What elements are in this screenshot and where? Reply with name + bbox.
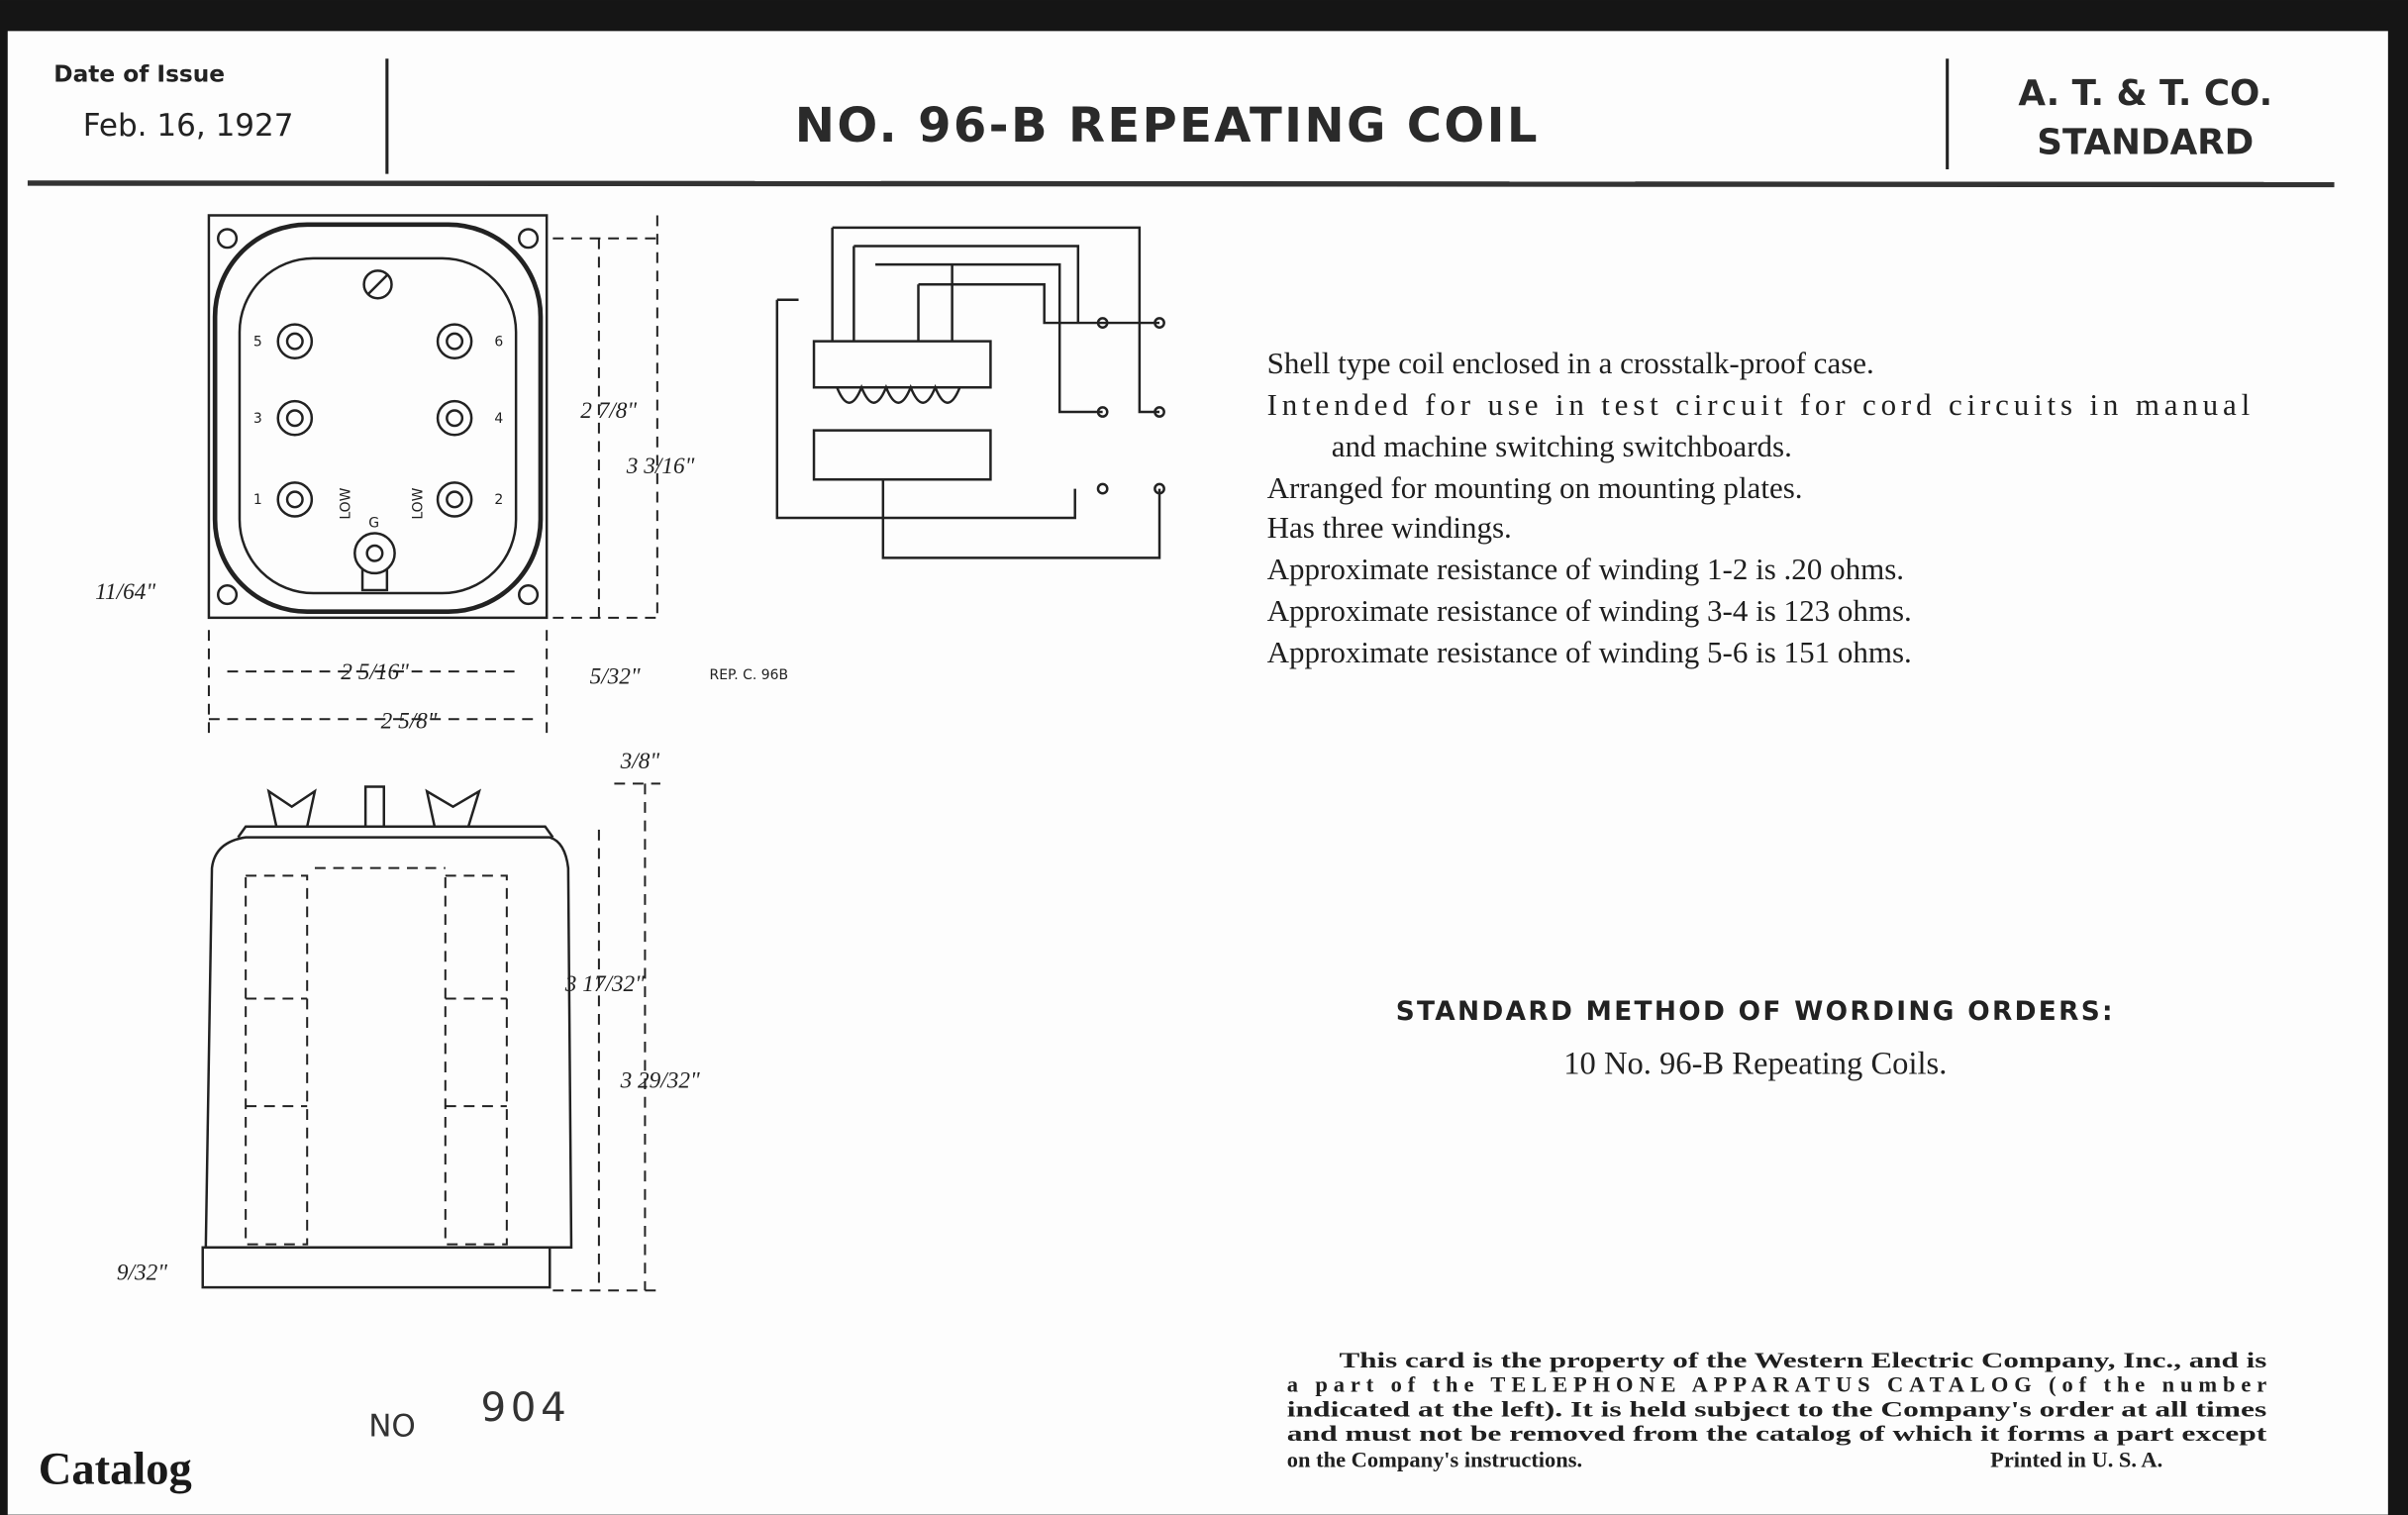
terminal-label-g: G (368, 515, 379, 531)
notice-line: and must not be removed from the catalog… (1287, 1421, 2267, 1446)
terminal-label-low-a: LOW (339, 487, 354, 519)
terminal-label-4: 4 (494, 411, 503, 427)
description-line: Arranged for mounting on mounting plates… (1267, 470, 1803, 505)
terminal-label-6: 6 (494, 334, 503, 350)
wiring-schematic (775, 226, 1165, 559)
dim-height-inner: 2 7/8" (580, 398, 637, 424)
org-line2: STANDARD (2037, 122, 2254, 162)
description-line: Shell type coil enclosed in a crosstalk-… (1267, 346, 1874, 380)
page-title: NO. 96-B REPEATING COIL (795, 98, 1540, 153)
dim-offset: 11/64" (95, 579, 155, 605)
drawing-ref: REP. C. 96B (710, 667, 788, 683)
org-line1: A. T. & T. CO. (2018, 73, 2272, 114)
header-rule (27, 180, 2335, 188)
dim-total-height: 3 29/32" (620, 1067, 700, 1093)
date-label: Date of Issue (53, 61, 225, 88)
notice-line: indicated at the left). It is held subje… (1287, 1396, 2267, 1421)
catalog-number-label: NO (368, 1409, 416, 1445)
description-line: Approximate resistance of winding 1-2 is… (1267, 552, 1904, 586)
terminal-label-1: 1 (253, 492, 262, 508)
printed-in: Printed in U. S. A. (1990, 1448, 2162, 1472)
dim-body-height: 3 17/32" (564, 971, 645, 997)
description-line: Approximate resistance of winding 3-4 is… (1267, 593, 1912, 628)
dim-base: 9/32" (117, 1260, 167, 1285)
dim-width-outer: 2 5/8" (381, 709, 438, 735)
notice-line: This card is the property of the Western… (1339, 1348, 2266, 1372)
terminal-label-5: 5 (253, 334, 262, 350)
catalog-number: 904 (480, 1384, 570, 1431)
terminal-label-3: 3 (253, 411, 262, 427)
card-background (7, 31, 2388, 1515)
notice-line: a part of the TELEPHONE APPARATUS CATALO… (1287, 1372, 2267, 1397)
dim-width-inner: 2 5/16" (341, 659, 409, 685)
side-view-drawing: 3/8" 3 17/32" 3 29/32" 9/32" (117, 749, 700, 1292)
description-line: and machine switching switchboards. (1332, 429, 1792, 463)
dim-edge: 5/32" (590, 664, 641, 690)
ordering-heading: STANDARD METHOD OF WORDING ORDERS: (1396, 997, 2115, 1027)
notice-line: on the Company's instructions. (1287, 1448, 1582, 1472)
terminal-label-2: 2 (494, 492, 503, 508)
date-value: Feb. 16, 1927 (83, 108, 294, 144)
catalog-label: Catalog (39, 1445, 192, 1495)
terminal-label-low-b: LOW (411, 487, 427, 519)
top-view-drawing: 5 6 3 4 1 LOW 2 G LOW 2 7/8" 3 3/16" 11/… (95, 214, 788, 738)
ordering-example: 10 No. 96-B Repeating Coils. (1563, 1047, 1947, 1082)
dim-height-outer: 3 3/16" (626, 454, 695, 479)
dim-terminal: 3/8" (620, 749, 660, 774)
description-line: Has three windings. (1267, 510, 1512, 545)
description-line: Approximate resistance of winding 5-6 is… (1267, 635, 1912, 669)
